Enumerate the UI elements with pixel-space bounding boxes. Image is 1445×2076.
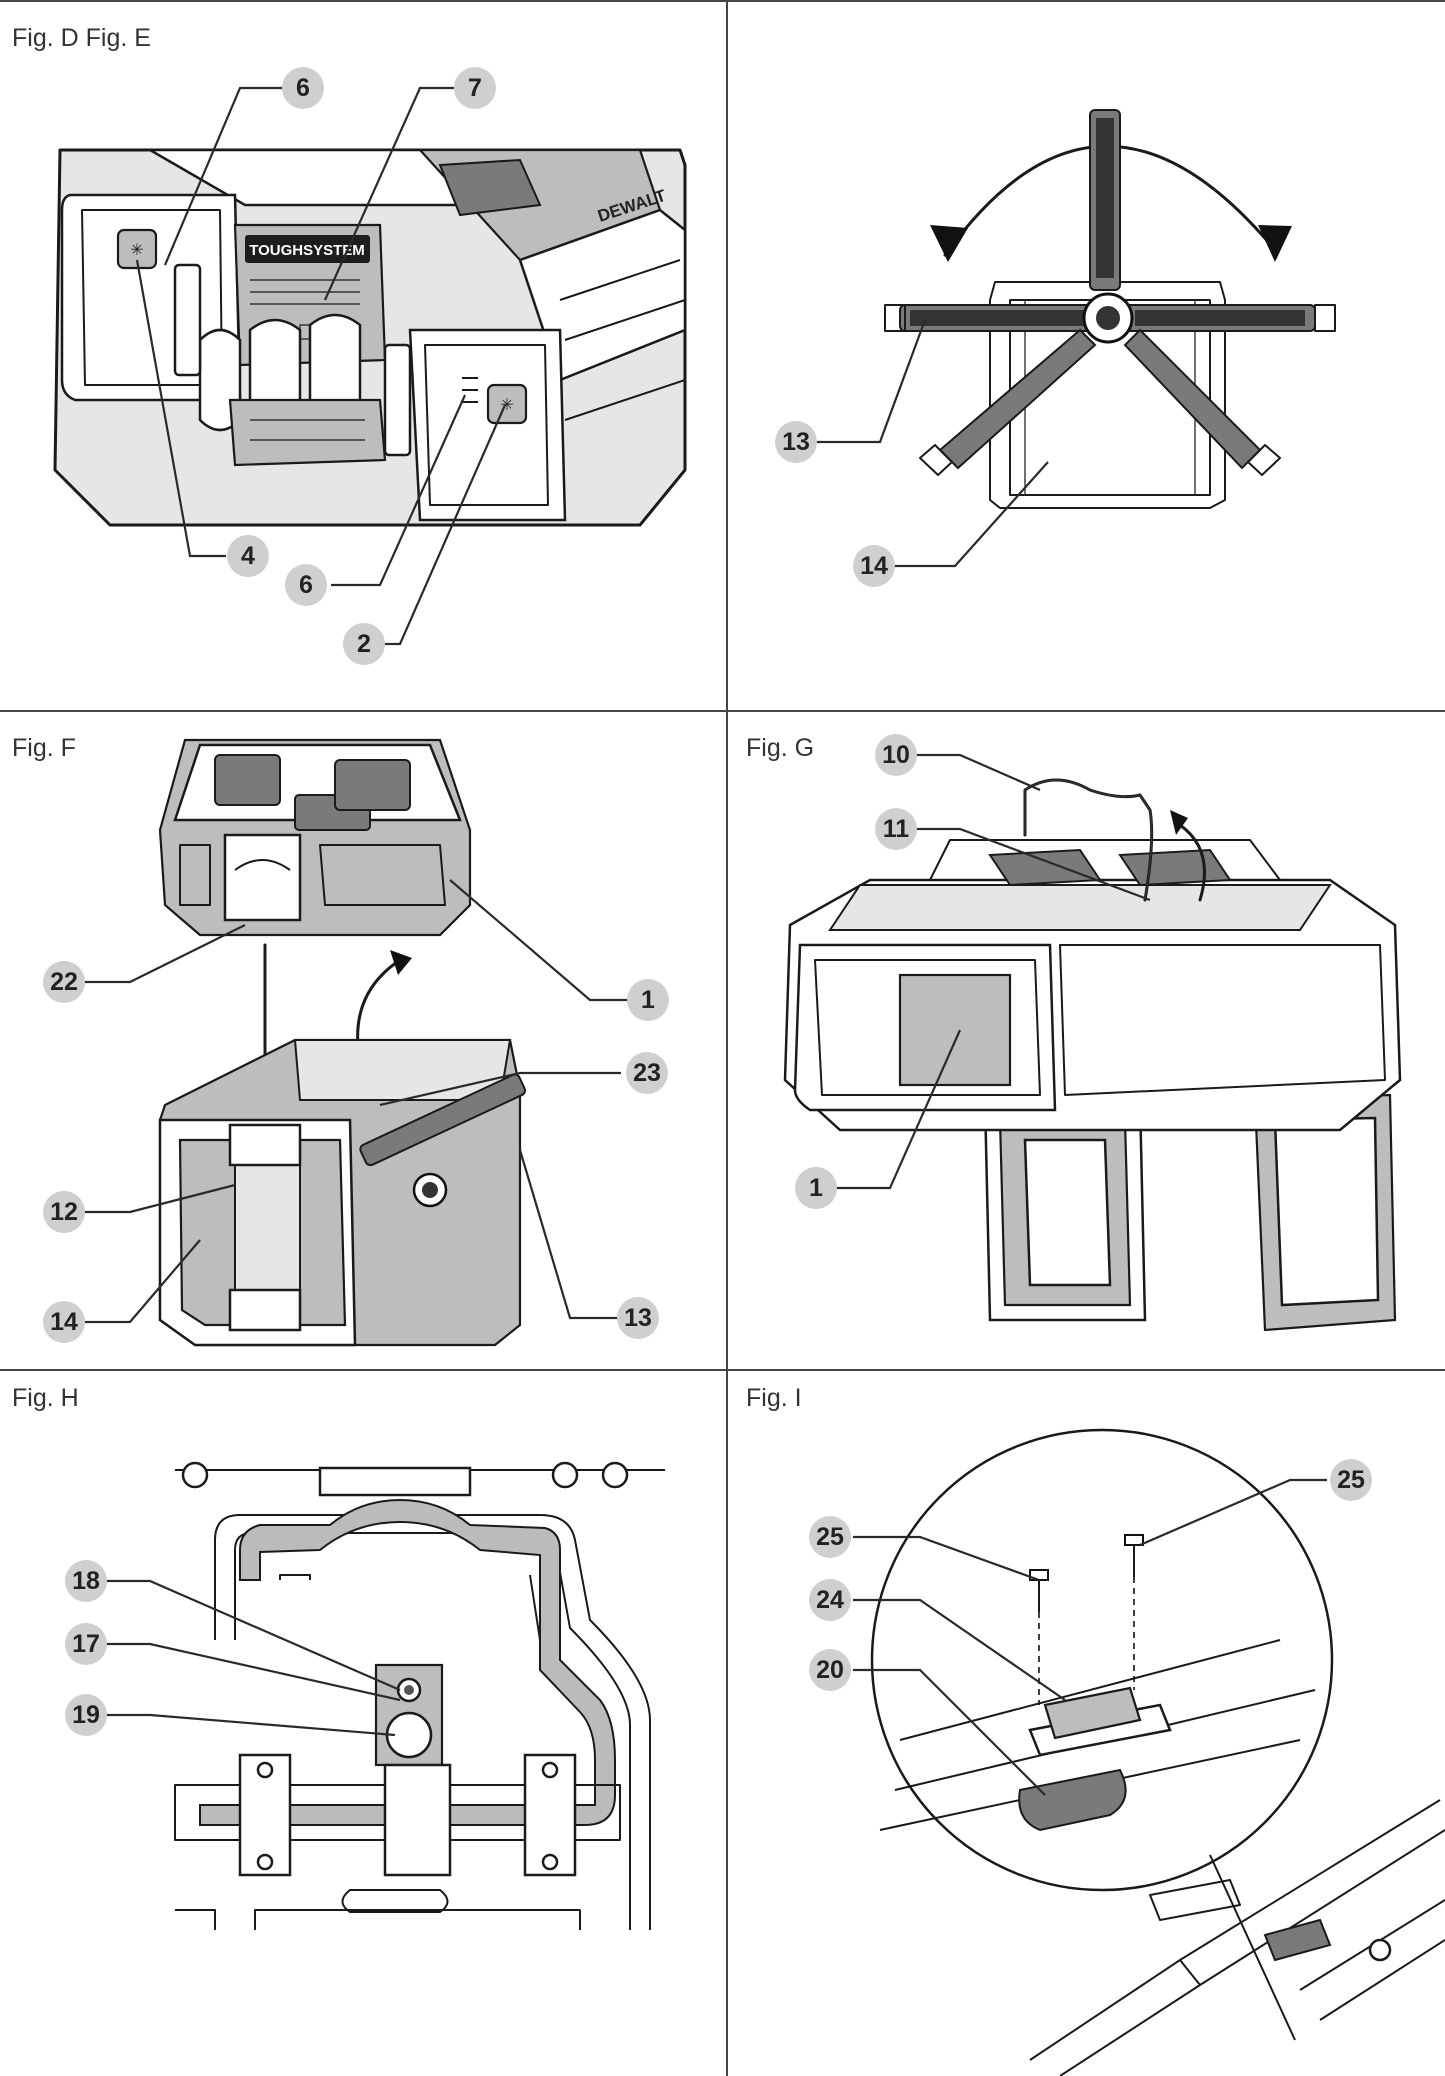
callout-badge: 6: [282, 67, 324, 109]
svg-text:17: 17: [72, 1630, 100, 1658]
svg-text:20: 20: [816, 1656, 844, 1684]
power-indicator-glyph: ✳: [130, 242, 143, 259]
callout-badge: 7: [454, 67, 496, 109]
callout-badge: 14: [853, 545, 895, 587]
svg-text:23: 23: [633, 1059, 661, 1087]
callout-badge: 18: [65, 1560, 107, 1602]
svg-text:13: 13: [782, 428, 810, 456]
callout-badges: 6 7 4 6 2 13 14 22 1 23 12 14 13 10 11 1…: [43, 67, 1372, 1736]
svg-text:10: 10: [882, 741, 910, 769]
callout-badge: 6: [285, 564, 327, 606]
svg-text:25: 25: [1337, 1466, 1365, 1494]
system-logo-text: TOUGHSYSTEM: [249, 242, 365, 259]
fig-h-leaders: [103, 1579, 401, 1737]
callout-badge: 24: [809, 1579, 851, 1621]
svg-text:7: 7: [468, 74, 482, 102]
fig-e-leaders: [812, 319, 1049, 568]
callout-badge: 11: [875, 808, 917, 850]
callout-badge: 25: [809, 1516, 851, 1558]
callout-badge: 17: [65, 1623, 107, 1665]
fig-g-leaders: [836, 753, 1151, 1190]
fig-d-illustration: DEWALT ✳ TOUGHSYSTEM ✳: [53, 148, 687, 527]
figure-label-f: Fig. F: [12, 734, 76, 762]
svg-text:22: 22: [50, 968, 78, 996]
svg-text:1: 1: [809, 1174, 823, 1202]
fig-g-illustration: [783, 778, 1402, 1332]
svg-text:1: 1: [641, 986, 655, 1014]
callout-badge: 13: [617, 1297, 659, 1339]
fig-i-leaders: [853, 1478, 1327, 1796]
callout-badge: 14: [43, 1301, 85, 1343]
svg-text:13: 13: [624, 1304, 652, 1332]
fig-f-illustration: [158, 738, 526, 1347]
svg-text:14: 14: [50, 1308, 78, 1336]
fig-f-leaders: [82, 879, 628, 1324]
callout-badge: 19: [65, 1694, 107, 1736]
fig-e-illustration: [884, 109, 1336, 509]
callout-badge: 4: [227, 535, 269, 577]
callout-badge: 1: [627, 979, 669, 1021]
figure-label-g: Fig. G: [746, 734, 814, 762]
svg-text:11: 11: [883, 815, 910, 843]
svg-text:4: 4: [241, 542, 255, 570]
callout-badge: 23: [626, 1052, 668, 1094]
callout-badge: 20: [809, 1649, 851, 1691]
fig-i-illustration: [870, 1428, 1445, 2076]
callout-badge: 12: [43, 1191, 85, 1233]
svg-text:25: 25: [816, 1523, 844, 1551]
svg-text:14: 14: [860, 552, 888, 580]
fig-h-illustration: [174, 1461, 665, 1930]
svg-text:18: 18: [72, 1567, 100, 1595]
figure-label-h: Fig. H: [12, 1384, 79, 1412]
svg-text:24: 24: [816, 1586, 844, 1614]
charge-indicator-icon: [486, 383, 528, 425]
svg-text:2: 2: [357, 630, 371, 658]
figure-label-i: Fig. I: [746, 1384, 802, 1412]
callout-badge: 10: [875, 734, 917, 776]
callout-badge: 22: [43, 961, 85, 1003]
svg-text:19: 19: [72, 1701, 100, 1729]
fig-d-leaders: [135, 86, 507, 646]
power-indicator-icon: [116, 228, 158, 270]
callout-badge: 25: [1330, 1459, 1372, 1501]
figure-label-de: Fig. D Fig. E: [12, 24, 151, 52]
svg-text:6: 6: [299, 571, 313, 599]
svg-text:12: 12: [50, 1198, 78, 1226]
svg-text:6: 6: [296, 74, 310, 102]
callout-badge: 13: [775, 421, 817, 463]
callout-badge: 2: [343, 623, 385, 665]
callout-badge: 1: [795, 1167, 837, 1209]
